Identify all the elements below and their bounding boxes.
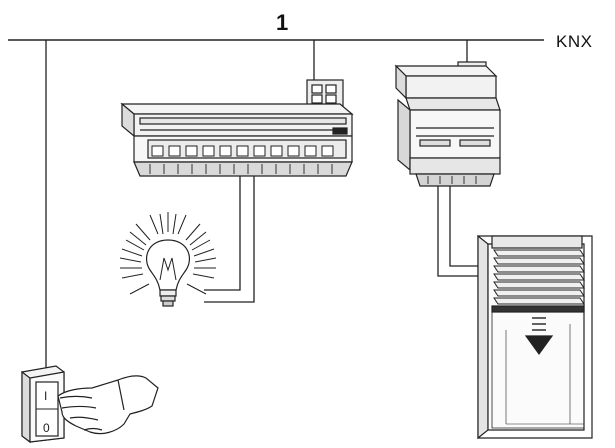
wall-push-button-icon: [21, 365, 65, 444]
light-bulb-icon: [119, 212, 217, 307]
hand-pressing-icon: [57, 375, 159, 435]
bus-number-label: 1: [276, 10, 288, 35]
switch-actuator-icon: [120, 79, 354, 177]
lamp-wires: [204, 176, 255, 303]
switch-on-mark: I: [44, 389, 47, 403]
switch-off-mark: 0: [43, 421, 50, 435]
bus-name-label: KNX: [556, 32, 592, 51]
window-blind-icon: [477, 234, 593, 440]
blind-actuator-icon: [394, 61, 501, 187]
bus-drop-lines: [45, 40, 468, 372]
